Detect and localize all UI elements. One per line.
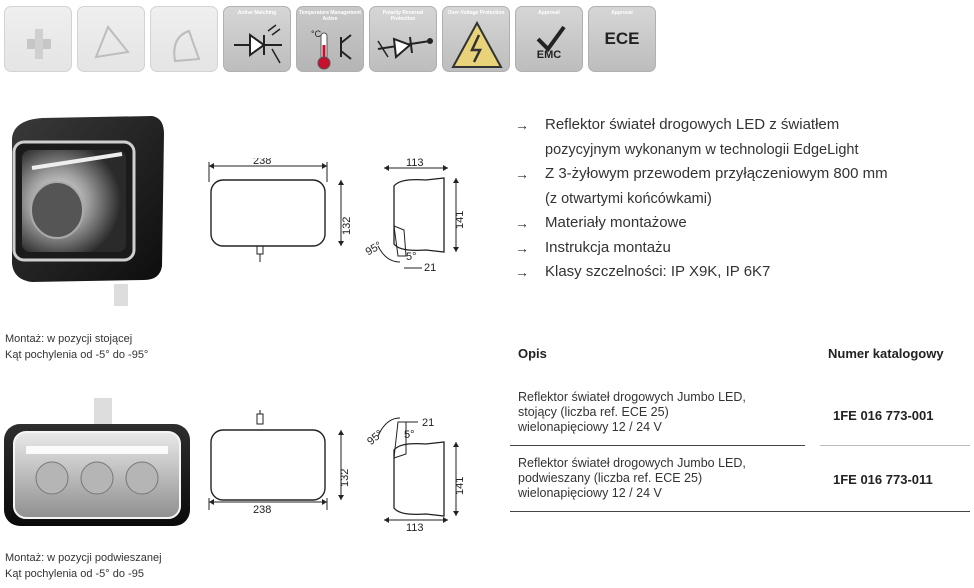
arrow-right-icon: → — [515, 166, 529, 182]
lamp-angle-icon — [150, 6, 218, 72]
arrow-right-icon: → — [515, 264, 529, 280]
hanging-width-label: 238 — [253, 504, 271, 516]
table-row-divider — [820, 445, 970, 446]
diode-icon: Active Matching — [223, 6, 291, 72]
table-header-description: Opis — [518, 346, 547, 361]
table-row-catalog-number: 1FE 016 773-001 — [833, 408, 934, 423]
ece-label: ECE — [604, 29, 640, 48]
table-row-divider — [510, 445, 805, 446]
standing-offset-label: 21 — [424, 262, 436, 274]
svg-text:°C: °C — [311, 29, 322, 39]
table-header-catalog-number: Numer katalogowy — [828, 346, 944, 361]
emc-check-icon: Approval EMC — [515, 6, 583, 72]
feature-icon-strip: Active Matching Temperature Management A… — [4, 6, 656, 72]
hanging-offset-label: 21 — [422, 417, 434, 429]
list-item: →Z 3-żyłowym przewodem przyłączeniowym 8… — [515, 162, 965, 187]
standing-lamp-image — [12, 116, 164, 306]
polarity-diode-icon: Polarity Reversal Protection — [369, 6, 437, 72]
standing-angle-a-label: 95° — [364, 240, 384, 259]
list-item-continuation: (z otwartymi końcówkami) — [545, 190, 712, 207]
table-row-divider — [510, 511, 970, 512]
table-row-description: Reflektor świateł drogowych Jumbo LED, s… — [518, 390, 746, 434]
feature-list: →Reflektor świateł drogowych LED z świat… — [515, 113, 965, 285]
hanging-angle-b-label: 5° — [404, 429, 415, 441]
standing-front-drawing: 238 132 — [208, 158, 353, 262]
lamp-side-icon — [77, 6, 145, 72]
hanging-side-drawing: 95° 5° 21 141 113 — [365, 417, 466, 532]
lamp-plug-icon — [4, 6, 72, 72]
standing-depth-label: 113 — [406, 158, 424, 169]
thermometer-icon: Temperature Management Active °C — [296, 6, 364, 72]
hanging-height-label: 132 — [339, 469, 351, 487]
standing-height-label: 132 — [341, 217, 353, 235]
standing-side-height-label: 141 — [454, 211, 466, 229]
standing-caption: Montaż: w pozycji stojącej Kąt pochyleni… — [5, 333, 149, 361]
list-item: →Reflektor świateł drogowych LED z świat… — [515, 113, 965, 138]
ece-icon: Approval ECE — [588, 6, 656, 72]
list-item: →Materiały montażowe — [515, 211, 965, 236]
voltage-warning-icon: Over-Voltage Protection — [442, 6, 510, 72]
hanging-angle-a-label: 95° — [365, 428, 385, 448]
table-row-description: Reflektor świateł drogowych Jumbo LED, p… — [518, 456, 746, 500]
hanging-lamp-image — [4, 398, 190, 526]
emc-label: EMC — [536, 49, 562, 61]
list-item: →Klasy szczelności: IP X9K, IP 6K7 — [515, 260, 965, 285]
standing-angle-b-label: 5° — [406, 251, 417, 263]
arrow-right-icon: → — [515, 239, 529, 256]
arrow-right-icon: → — [515, 117, 529, 133]
standing-side-drawing: 113 141 95° 5° 21 — [364, 158, 466, 274]
list-item-continuation: pozycyjnym wykonanym w technologii EdgeL… — [545, 141, 859, 158]
hanging-depth-label: 113 — [406, 522, 424, 532]
table-row-catalog-number: 1FE 016 773-011 — [833, 472, 933, 487]
hanging-caption: Montaż: w pozycji podwieszanej Kąt pochy… — [5, 552, 162, 580]
list-item: →Instrukcja montażu — [515, 236, 965, 261]
hanging-side-height-label: 141 — [454, 477, 466, 495]
hanging-front-drawing: 132 238 — [208, 410, 351, 516]
arrow-right-icon: → — [515, 215, 529, 231]
standing-width-label: 238 — [253, 158, 271, 167]
